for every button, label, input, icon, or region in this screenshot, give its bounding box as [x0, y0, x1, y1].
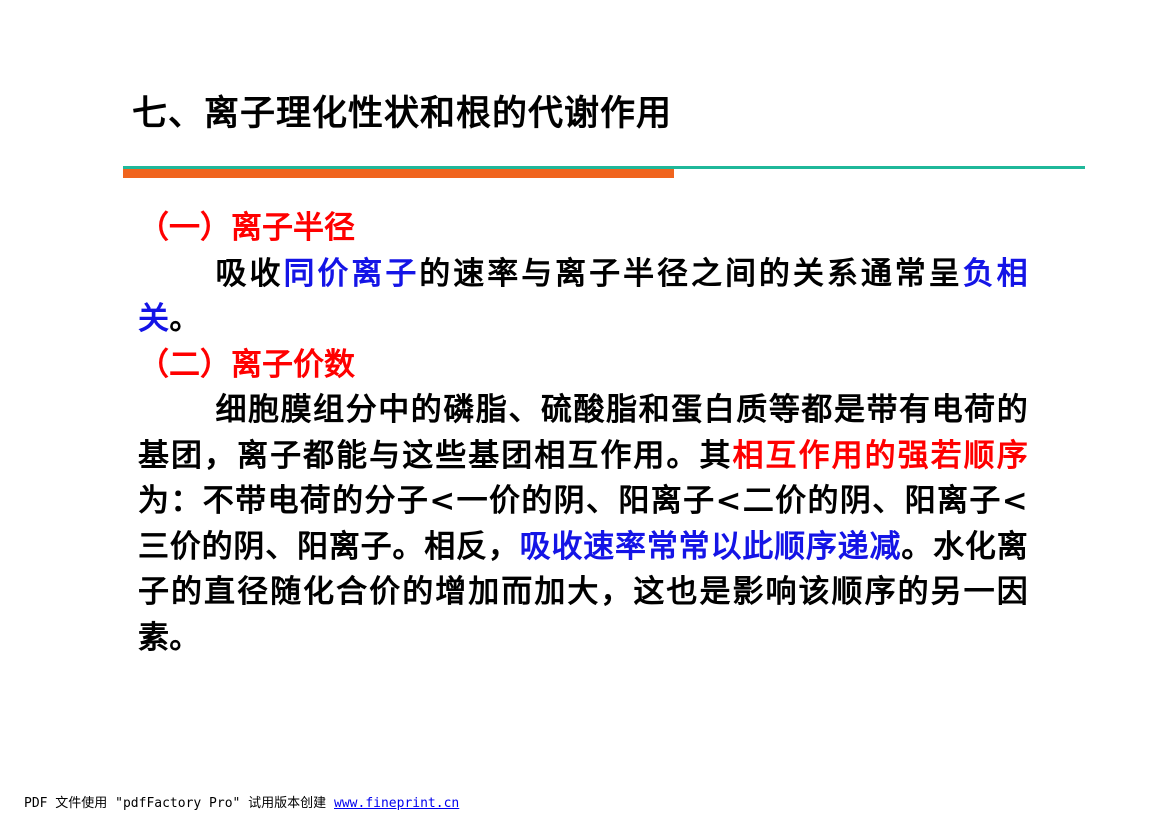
text-run: 。	[169, 301, 201, 337]
highlight-run: 相互作用的强若顺序	[732, 437, 1028, 474]
slide-title: 七、离子理化性状和根的代谢作用	[132, 94, 673, 134]
slide-body: （一）离子半径 吸收同价离子的速率与离子半径之间的关系通常呈负相关。 （二）离子…	[138, 206, 1028, 661]
title-underline-orange	[123, 169, 674, 178]
title-underline-teal	[123, 166, 1085, 169]
text-run: 。水化离子的直径随化合价的增加而加大，这也是影响该顺序的另一因素。	[138, 528, 1028, 656]
pdf-footer: PDF 文件使用 "pdfFactory Pro" 试用版本创建 www.fin…	[24, 792, 459, 811]
section-paragraph-ion-radius: 吸收同价离子的速率与离子半径之间的关系通常呈负相关。	[138, 252, 1028, 343]
text-run: 为：不带电荷的分子<一价的阴、阳离子<二价的阴、阳离子<三价的阴、阳离子。相反，	[138, 483, 1028, 565]
section-paragraph-ion-valence: 细胞膜组分中的磷脂、硫酸脂和蛋白质等都是带有电荷的基团，离子都能与这些基团相互作…	[138, 388, 1028, 661]
highlight-run: 同价离子	[283, 255, 420, 292]
highlight-run: 负相关	[138, 255, 1028, 338]
section-heading-ion-radius: （一）离子半径	[138, 210, 355, 246]
highlight-run: 吸收速率常常以此顺序递减	[519, 528, 902, 565]
text-run: 吸收	[215, 255, 284, 292]
text-run: 细胞膜组分中的磷脂、硫酸脂和蛋白质等都是带有电荷的基团，离子都能与这些基团相互作…	[138, 392, 1028, 474]
footer-link[interactable]: www.fineprint.cn	[334, 796, 460, 811]
text-run: 的速率与离子半径之间的关系通常呈	[419, 255, 963, 292]
footer-text: PDF 文件使用 "pdfFactory Pro" 试用版本创建	[24, 796, 335, 811]
section-heading-ion-valence: （二）离子价数	[138, 346, 355, 383]
